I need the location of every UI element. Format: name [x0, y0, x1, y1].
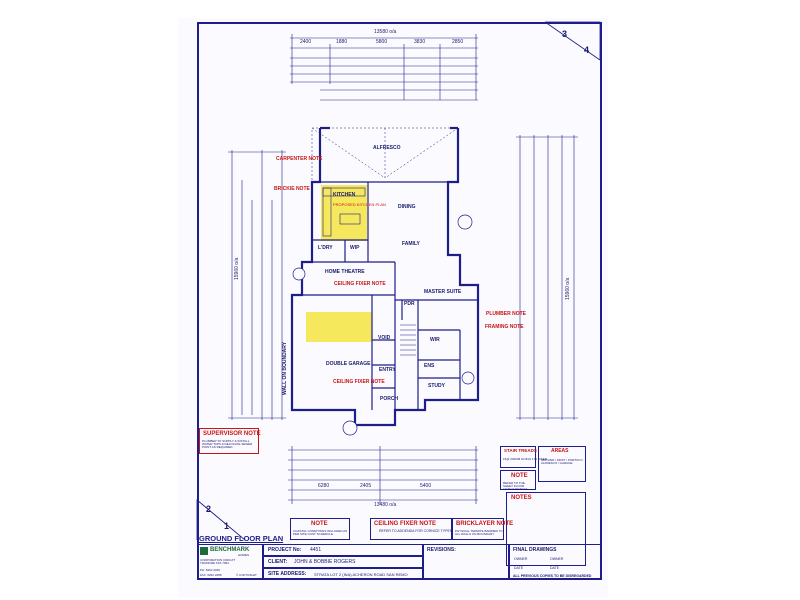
- stair-treads-title: STAIR TREADS: [504, 448, 537, 453]
- supervisor-note-body: PLUMBER TO SUPPLY & INSTALL WATER TAPS &…: [202, 439, 253, 449]
- areas-box: AREAS GROUND / FIRST / PORTICO / ALFRESC…: [538, 446, 586, 482]
- room-alfresco: ALFRESCO: [373, 145, 401, 151]
- bricklayer-bottom-body: PHYSICAL TERMITE BARRIER TO ALL WALLS ON…: [455, 529, 503, 536]
- plumber-note: PLUMBER NOTE: [486, 311, 526, 317]
- project-row: PROJECT No: 4451: [263, 544, 423, 556]
- note-right-box: NOTE REFER TO THE SHEET FLOOR LEVELS DET…: [500, 470, 536, 491]
- final-label: FINAL DRAWINGS: [513, 547, 557, 553]
- dim-right-overall: 15960 o/a: [565, 277, 571, 300]
- site-value: STRATA LOT 2 (INA) ACHERON ROAD SAN REMO: [314, 571, 408, 577]
- notes-right-box: NOTES: [506, 492, 586, 566]
- ceiling-fixer-bottom-body: REFER TO ADDENDA FOR CORNICE TYPES: [379, 529, 453, 533]
- note-right-title: NOTE: [511, 473, 528, 479]
- framing-note: FRAMING NOTE: [485, 324, 524, 330]
- client-value: JOHN & BOBBIE ROGERS: [294, 559, 356, 565]
- areas-body: GROUND / FIRST / PORTICO / ALFRESCO / GA…: [541, 458, 584, 465]
- stair-treads-body: 15@ 240MM GOING 173 RISER: [503, 457, 547, 461]
- site-label: SITE ADDRESS:: [268, 571, 307, 577]
- drawing-sheet: [178, 18, 608, 598]
- project-label: PROJECT No:: [268, 547, 302, 553]
- room-void: VOID: [378, 335, 391, 341]
- revisions-block: REVISIONS:: [423, 544, 509, 580]
- note-right-body: REFER TO THE SHEET FLOOR LEVELS DETAILS: [503, 481, 528, 491]
- supervisor-note-box: SUPERVISOR NOTE PLUMBER TO SUPPLY & INST…: [199, 428, 261, 454]
- company-name: BENCHMARK: [210, 547, 250, 553]
- final-drawings-block: FINAL DRAWINGS OWNER OWNER DATE DATE ALL…: [509, 544, 602, 580]
- ceiling-fixer-bottom-box: CEILING FIXER NOTE REFER TO ADDENDA FOR …: [370, 518, 452, 540]
- company-address: CORPORATION CIRCUIT TRAMORE TAS 7052: [200, 558, 236, 565]
- dim-top-seg-2: 1880: [336, 39, 348, 45]
- carpenter-note: CARPENTER NOTE: [276, 156, 323, 162]
- notes-right-title: NOTES: [511, 495, 532, 501]
- dim-top-seg-3: 5800: [376, 39, 388, 45]
- note-bottom-box: NOTE COASTAL CONDITIONS INCLUDED AS PER …: [290, 518, 350, 540]
- company-phone: PH: 6262 2030: [200, 568, 221, 572]
- room-laundry: L'DRY: [318, 245, 333, 251]
- client-label: CLIENT:: [268, 559, 288, 565]
- note-bottom-body: COASTAL CONDITIONS INCLUDED AS PER SITE …: [293, 529, 348, 536]
- company-logo-icon: [200, 547, 208, 555]
- dim-bottom-overall: 13480 o/a: [374, 502, 397, 508]
- sheet-number-left: 2: [206, 504, 212, 514]
- owner2-label: OWNER: [550, 557, 564, 561]
- ceiling-fixer-note-1: CEILING FIXER NOTE: [334, 281, 386, 287]
- company-block: BENCHMARK HOMES CORPORATION CIRCUIT TRAM…: [197, 544, 263, 580]
- company-fax: FAX: 6262 2288: [200, 573, 222, 577]
- dim-bottom-seg-3: 5400: [420, 483, 432, 489]
- footer-note: ALL PREVIOUS COPIES TO BE DISREGARDED: [513, 574, 592, 578]
- ceiling-fixer-bottom-title: CEILING FIXER NOTE: [374, 521, 437, 527]
- bricklayer-bottom-title: BRICKLAYER NOTE: [456, 521, 514, 527]
- dim-top-seg-1: 2400: [300, 39, 312, 45]
- dim-top-overall: 13580 o/a: [374, 29, 397, 35]
- wall-on-boundary-label: WALL ON BOUNDARY: [282, 341, 288, 395]
- sheet-number-left-sub: 1: [224, 521, 230, 531]
- revisions-label: REVISIONS:: [427, 547, 456, 553]
- ceiling-fixer-note-2: CEILING FIXER NOTE: [333, 379, 385, 385]
- supervisor-note-title: SUPERVISOR NOTE: [203, 431, 261, 437]
- plan-title: GROUND FLOOR PLAN: [199, 534, 284, 543]
- company-sub: HOMES: [238, 553, 250, 557]
- room-kitchen: KITCHEN: [333, 192, 356, 198]
- dim-left-overall: 15960 o/a: [234, 257, 240, 280]
- copyright: © COPYRIGHT: [236, 573, 257, 577]
- dim-top-seg-4: 3830: [414, 39, 426, 45]
- room-dining: DINING: [398, 204, 416, 210]
- dim-bottom-seg-2: 2405: [360, 483, 372, 489]
- room-ens: ENS: [424, 363, 435, 369]
- date-label: DATE: [514, 566, 524, 570]
- brickie-note: BRICKIE NOTE: [274, 186, 310, 192]
- room-master-suite: MASTER SUITE: [424, 289, 462, 295]
- date2-label: DATE: [550, 566, 560, 570]
- bricklayer-bottom-box: BRICKLAYER NOTE PHYSICAL TERMITE BARRIER…: [452, 518, 513, 540]
- room-study: STUDY: [428, 383, 445, 389]
- stair-treads-box: STAIR TREADS 15@ 240MM GOING 173 RISER: [500, 446, 547, 468]
- areas-title: AREAS: [551, 448, 569, 454]
- room-pdr: PDR: [404, 301, 415, 307]
- room-home-theatre: HOME THEATRE: [325, 269, 365, 275]
- room-wir: WIR: [430, 337, 440, 343]
- sheet-number-right-sub: 4: [584, 45, 590, 55]
- note-bottom-title: NOTE: [311, 521, 328, 527]
- project-value: 4451: [310, 547, 322, 553]
- room-entry: ENTRY: [379, 367, 396, 373]
- room-family: FAMILY: [402, 241, 420, 247]
- dim-top-seg-5: 2850: [452, 39, 464, 45]
- room-double-garage: DOUBLE GARAGE: [326, 361, 371, 367]
- room-wip: WIP: [350, 245, 360, 251]
- owner-label: OWNER: [514, 557, 528, 561]
- kitchen-callout: PROPOSED KITCHEN PLAN: [333, 202, 386, 207]
- sheet-number-right: 3: [562, 29, 568, 39]
- site-row: SITE ADDRESS: STRATA LOT 2 (INA) ACHERON…: [263, 568, 423, 580]
- room-porch: PORCH: [380, 396, 399, 402]
- client-row: CLIENT: JOHN & BOBBIE ROGERS: [263, 556, 423, 568]
- dim-bottom-seg-1: 6280: [318, 483, 330, 489]
